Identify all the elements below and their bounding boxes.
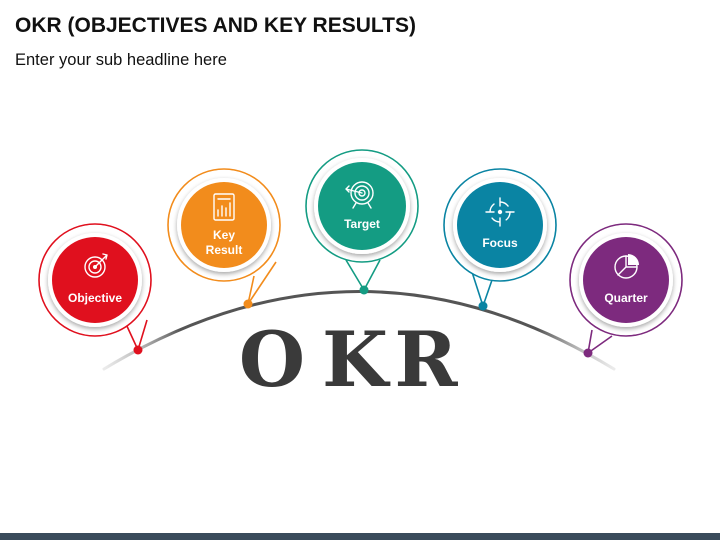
node-label: Result: [206, 243, 243, 257]
node-disc: [52, 237, 138, 323]
page-title: OKR (OBJECTIVES AND KEY RESULTS): [15, 14, 416, 37]
node-label: Key: [213, 228, 235, 242]
center-word: O K R: [239, 315, 459, 404]
okr-node-quarter: Quarter: [569, 223, 683, 358]
crosshair-icon: [485, 197, 515, 227]
center-letter-o: O: [239, 315, 305, 404]
node-disc: [583, 237, 669, 323]
center-letter-k: K: [322, 315, 391, 404]
arc-line: [102, 290, 616, 371]
center-letter-r: R: [394, 315, 458, 404]
okr-node-focus: Focus: [443, 168, 557, 311]
okr-node-target: Target: [305, 149, 419, 295]
node-disc: [318, 162, 406, 250]
footer-bar: [0, 533, 720, 540]
bar-chart-report-icon: [213, 193, 235, 221]
arc-anchor-dot: [359, 285, 369, 295]
target-arrow-icon: [84, 253, 108, 278]
node-label: Objective: [68, 291, 122, 305]
pie-chart-icon: [614, 254, 639, 279]
arc-anchor-dot: [133, 345, 143, 355]
page-subtitle: Enter your sub headline here: [15, 51, 227, 69]
arc-anchor-dot: [583, 348, 593, 358]
node-label: Quarter: [604, 291, 648, 305]
node-label: Target: [344, 217, 380, 231]
arc-anchor-dot: [243, 299, 253, 309]
node-disc: [181, 182, 267, 268]
arc-anchor-dot: [478, 301, 488, 311]
bullseye-arrow-icon: [345, 181, 374, 209]
okr-node-objective: Objective: [38, 223, 152, 355]
node-label: Focus: [482, 236, 518, 250]
node-outline-ring: [345, 259, 381, 291]
